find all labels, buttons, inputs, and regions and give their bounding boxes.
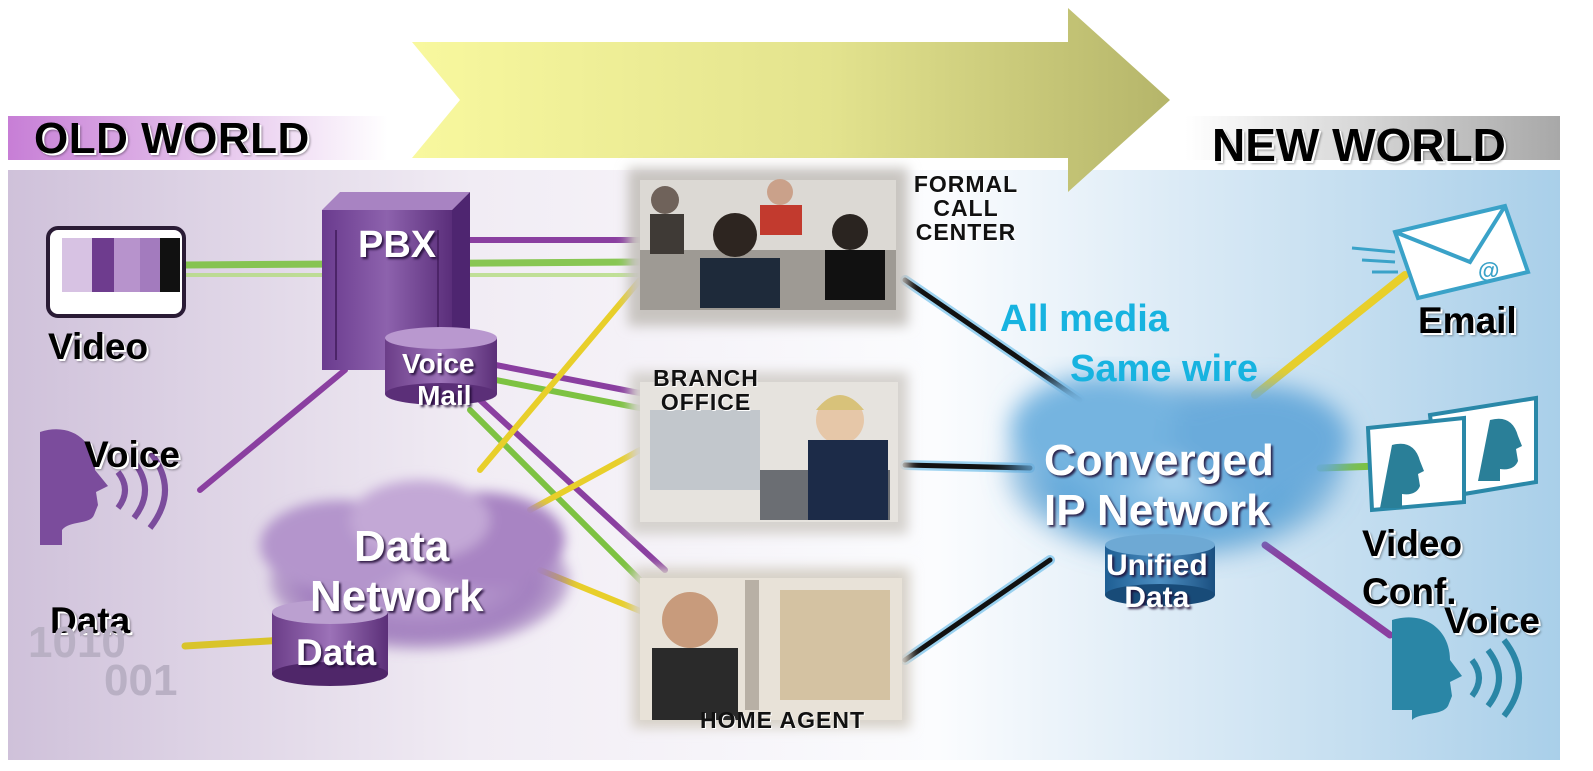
data-network-line1: Data: [354, 522, 450, 571]
unified-line2: Data: [1124, 581, 1190, 614]
voice-mail-line1: Voice: [402, 348, 475, 379]
video-conf-line1: Video: [1362, 523, 1463, 564]
voice-head-icon: [40, 429, 168, 545]
binary-line2: 001: [104, 656, 178, 705]
voice-label: Voice: [84, 434, 180, 475]
pbx-label: PBX: [358, 224, 437, 266]
video-monitor-icon: [46, 226, 186, 318]
new-world-title: NEW WORLD: [1212, 119, 1506, 171]
svg-text:@: @: [1478, 258, 1499, 283]
call-center-line3: CENTER: [915, 219, 1017, 245]
old-world-title: OLD WORLD: [34, 114, 310, 163]
data-cylinder: [272, 600, 388, 686]
voice-mail-label: Voice Mail: [402, 348, 475, 412]
voice-mail-line2: Mail: [417, 380, 472, 411]
converged-ip-cloud: [1005, 375, 1350, 560]
data-network-line2: Network: [310, 572, 484, 621]
call-center-line1: FORMAL: [913, 171, 1019, 197]
converged-line1: Converged: [1044, 436, 1274, 485]
video-conf-label: Video Conf.: [1362, 520, 1462, 616]
call-center-line2: CALL: [933, 195, 999, 221]
home-agent-photo: [632, 568, 910, 728]
home-agent-label: HOME AGENT: [700, 707, 866, 733]
call-center-photo: [628, 168, 908, 326]
transition-arrow: [412, 8, 1170, 192]
email-envelope-icon: @: [1351, 203, 1531, 301]
video-label: Video: [48, 326, 149, 367]
video-conference-icon: [1365, 395, 1538, 513]
binary-line1: 1010: [28, 618, 126, 667]
all-media-label: All media: [1000, 298, 1169, 340]
same-wire-label: Same wire: [1070, 348, 1258, 390]
unified-data-cylinder: [1105, 534, 1215, 606]
new-world-bar: [1185, 116, 1560, 160]
converged-line2: IP Network: [1044, 486, 1271, 535]
old-world-bar: [8, 116, 388, 160]
call-center-label: FORMAL CALL CENTER: [893, 172, 1039, 244]
branch-line1: BRANCH: [653, 365, 759, 391]
branch-office-photo: [630, 372, 908, 534]
data-network-label: Data Network: [310, 522, 484, 622]
video-conf-line2: Conf.: [1362, 571, 1457, 612]
data-label: Data: [50, 600, 131, 641]
voice-new-label: Voice: [1444, 600, 1540, 641]
branch-office-label: BRANCH OFFICE: [634, 366, 778, 414]
voice-head-new-icon: [1392, 617, 1522, 720]
data-store-label: Data: [296, 632, 377, 673]
unified-data-label: Unified Data: [1106, 550, 1208, 614]
unified-line1: Unified: [1106, 549, 1208, 582]
converged-network-label: Converged IP Network: [1044, 436, 1274, 536]
email-label: Email: [1418, 300, 1517, 341]
voice-mail-cylinder: [385, 327, 497, 405]
branch-line2: OFFICE: [660, 389, 752, 415]
